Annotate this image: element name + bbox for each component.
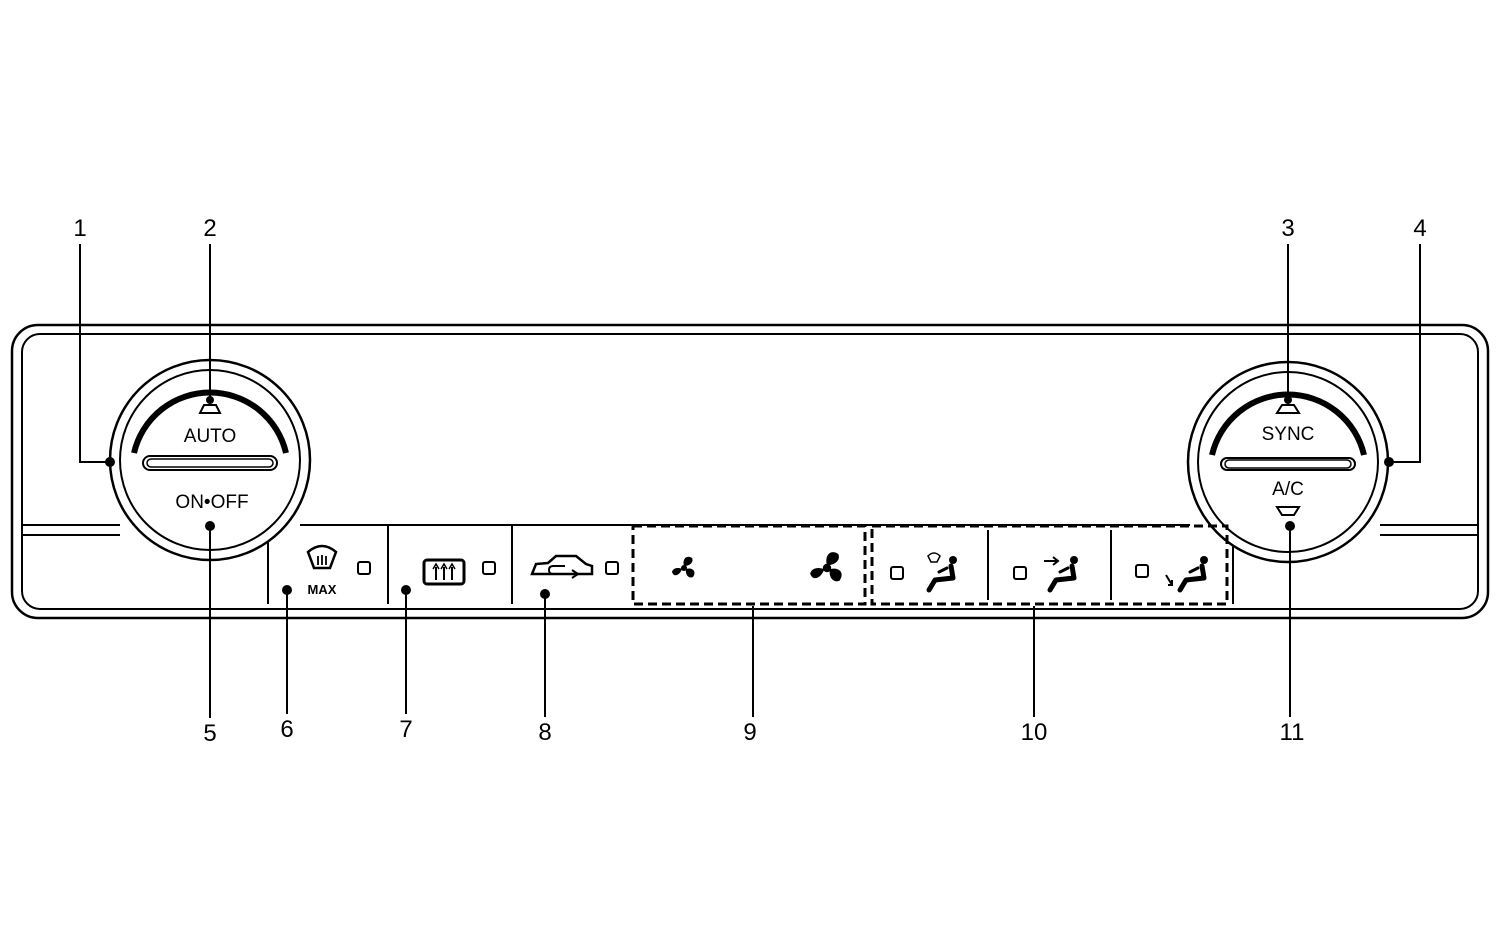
max-label: MAX [308, 582, 337, 597]
callout-5: 5 [203, 720, 216, 747]
defrost-foot-mode-indicator [890, 566, 904, 580]
rear-defrost-icon [422, 558, 466, 586]
defrost-foot-mode-button[interactable] [890, 552, 957, 590]
left-knob[interactable]: AUTO ON•OFF [108, 358, 312, 562]
callout-numbers: 1 2 3 4 5 6 7 8 9 10 11 [73, 215, 1426, 747]
fan-low-icon [672, 556, 695, 578]
callout-4: 4 [1413, 215, 1426, 242]
callout-10: 10 [1021, 719, 1048, 746]
callout-6: 6 [280, 716, 293, 743]
face-mode-button[interactable] [1013, 556, 1078, 590]
callout-7: 7 [399, 716, 412, 743]
defrost-foot-mode-icon [928, 552, 957, 590]
air-flow-mode-control [870, 524, 1229, 606]
ac-label: A/C [1272, 479, 1304, 500]
sync-label: SYNC [1262, 424, 1315, 445]
callout-11: 11 [1280, 719, 1305, 746]
front-defrost-icon [306, 544, 338, 570]
max-defrost-button[interactable]: MAX [306, 544, 371, 597]
sync-press-indicator-icon [1275, 404, 1301, 414]
rear-defrost-indicator [482, 561, 496, 575]
right-knob[interactable]: SYNC A/C [1186, 360, 1390, 564]
face-mode-icon [1044, 556, 1078, 590]
callout-3: 3 [1281, 215, 1294, 242]
recirculation-button[interactable] [530, 554, 619, 579]
foot-mode-icon [1165, 556, 1208, 590]
callout-8: 8 [538, 719, 551, 746]
on-off-label: ON•OFF [175, 492, 248, 513]
foot-mode-button[interactable] [1135, 556, 1208, 590]
air-recirculation-icon [530, 554, 594, 579]
foot-mode-indicator [1135, 564, 1149, 578]
max-defrost-indicator [357, 561, 371, 575]
rear-defrost-button[interactable] [422, 558, 496, 586]
face-mode-indicator [1013, 566, 1027, 580]
fan-speed-control[interactable] [631, 524, 867, 606]
auto-press-indicator-icon [198, 404, 222, 414]
callout-9: 9 [743, 719, 756, 746]
callout-2: 2 [203, 215, 216, 242]
fan-high-icon [810, 552, 842, 582]
ac-press-indicator-icon [1275, 506, 1301, 516]
callout-leaders [79, 244, 1421, 718]
recirculation-indicator [605, 561, 619, 575]
callout-1: 1 [73, 215, 86, 242]
auto-label: AUTO [184, 426, 236, 447]
